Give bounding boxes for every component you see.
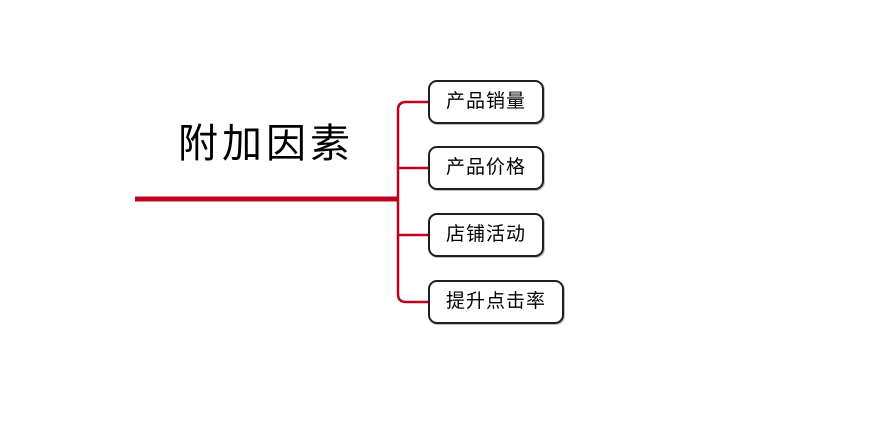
trunk-connector — [396, 100, 430, 304]
child-topic-label: 店铺活动 — [446, 224, 527, 245]
child-topic-label: 产品价格 — [446, 157, 527, 178]
child-topic-ctr[interactable]: 提升点击率 — [428, 280, 565, 324]
child-topic-price[interactable]: 产品价格 — [428, 146, 545, 190]
root-topic[interactable]: 附加因素 — [178, 121, 354, 166]
child-topic-activity[interactable]: 店铺活动 — [428, 213, 545, 257]
child-topic-label: 提升点击率 — [446, 291, 547, 312]
child-topic-label: 产品销量 — [446, 91, 527, 112]
child-topic-sales[interactable]: 产品销量 — [428, 80, 545, 124]
